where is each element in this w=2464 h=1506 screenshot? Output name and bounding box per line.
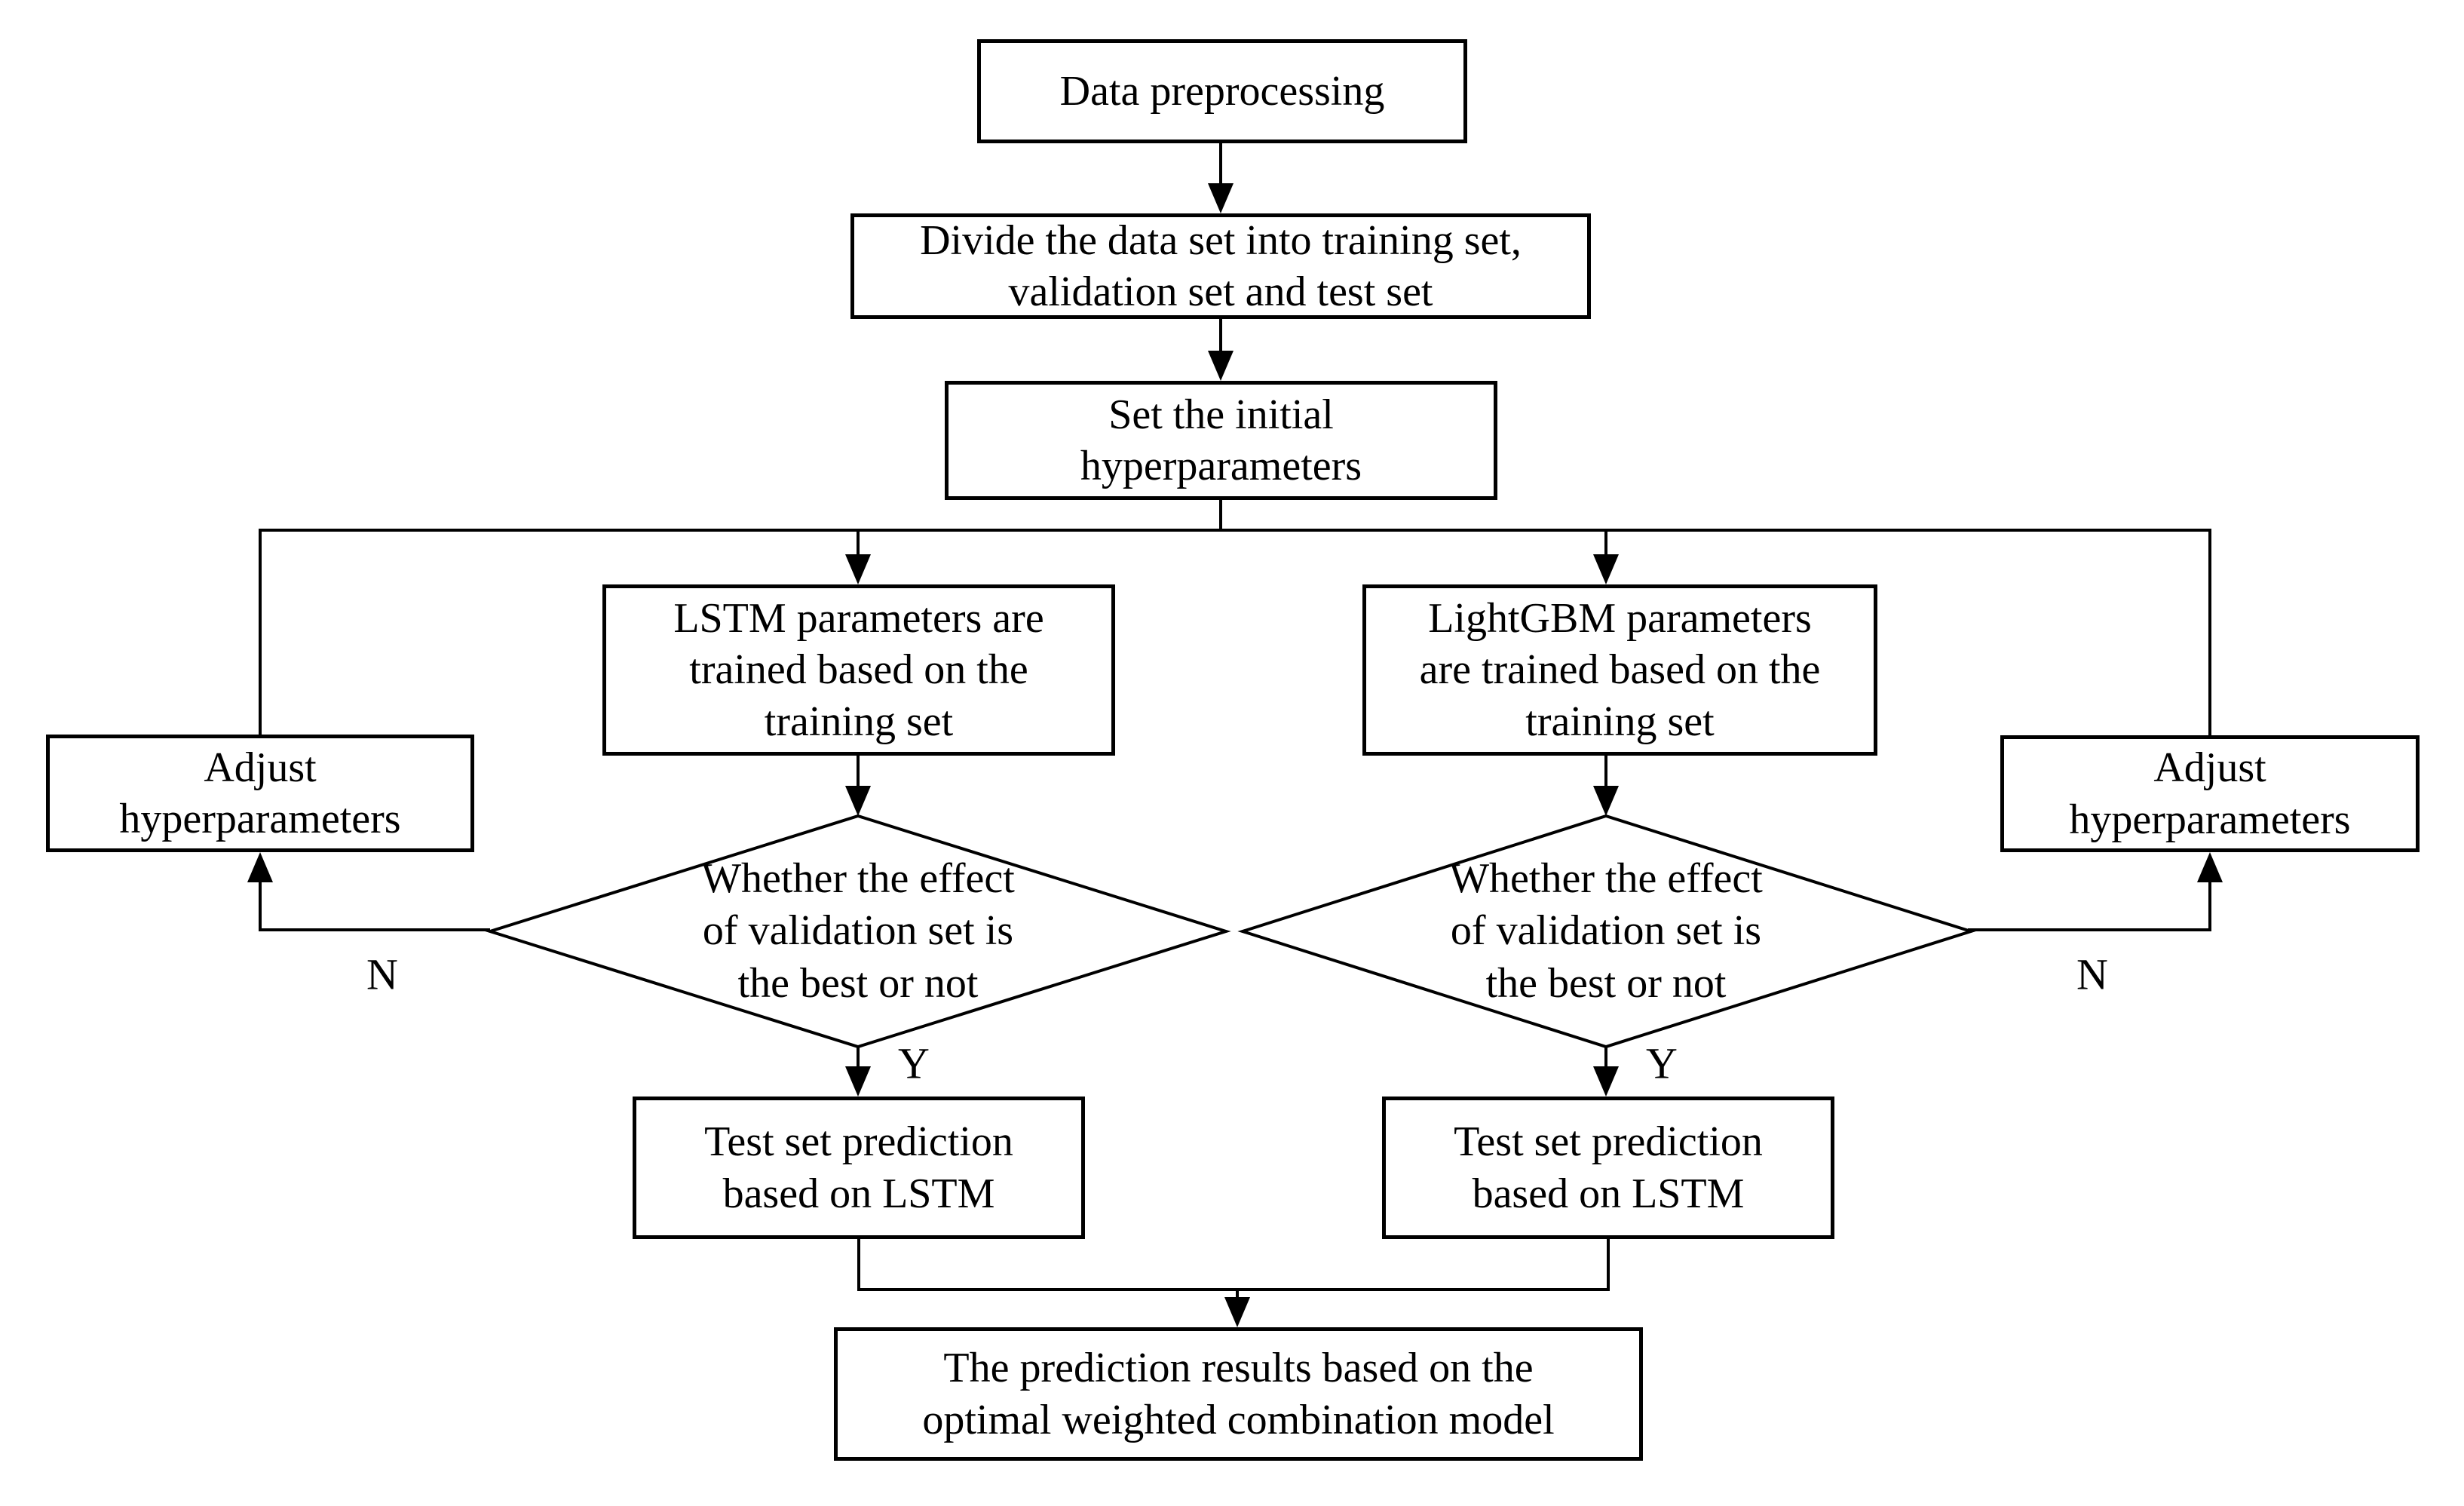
node-label: hyperparameters (2069, 796, 2351, 843)
decision-validation-left: Whether the effect of validation set is … (611, 830, 1105, 1033)
decision-label: the best or not (1485, 959, 1727, 1007)
arrowhead-into-decision-right (1593, 786, 1619, 816)
edge-branch-to-lstm (857, 530, 860, 556)
node-label: training set (764, 698, 954, 745)
node-lstm-training: LSTM parameters are trained based on the… (602, 584, 1115, 756)
edge-label-no-left: N (366, 949, 398, 999)
node-label: trained based on the (689, 646, 1028, 694)
decision-label: Whether the effect (1449, 854, 1763, 902)
decision-label: the best or not (737, 959, 979, 1007)
node-divide-dataset: Divide the data set into training set, v… (850, 213, 1591, 319)
edge-decision-right-yes (1604, 1047, 1607, 1068)
node-final-prediction: The prediction results based on the opti… (834, 1327, 1643, 1461)
node-test-prediction-right: Test set prediction based on LSTM (1382, 1097, 1834, 1239)
node-label: hyperparameters (119, 796, 401, 842)
arrowhead-into-test-right (1593, 1066, 1619, 1097)
node-label: Set the initial (1108, 391, 1334, 438)
node-adjust-hyperparameters-right: Adjust hyperparameters (2000, 735, 2420, 852)
node-label: Test set prediction (704, 1118, 1013, 1166)
arrowhead-into-lstm (845, 554, 871, 584)
decision-label: of validation set is (702, 907, 1014, 955)
edge-gbm-to-decision-right (1604, 756, 1607, 787)
node-lightgbm-training: LightGBM parameters are trained based on… (1362, 584, 1877, 756)
arrowhead-into-decision-left (845, 786, 871, 816)
node-label: Test set prediction (1454, 1118, 1763, 1166)
arrowhead-into-gbm (1593, 554, 1619, 584)
node-label: based on LSTM (722, 1170, 995, 1217)
node-adjust-hyperparameters-left: Adjust hyperparameters (46, 735, 474, 852)
node-label: LightGBM parameters (1428, 595, 1812, 643)
decision-label: of validation set is (1450, 907, 1762, 955)
edge-decision-left-yes (857, 1047, 860, 1068)
node-label: validation set and test set (1008, 268, 1433, 315)
edge-preprocess-to-divide (1219, 143, 1222, 185)
edge-decision-left-no-horizontal (259, 928, 490, 931)
node-label: based on LSTM (1472, 1170, 1745, 1217)
edge-test-left-down (857, 1239, 860, 1291)
edge-decision-right-no-horizontal (1968, 928, 2211, 931)
node-label: training set (1525, 698, 1715, 745)
node-label: Adjust (204, 744, 317, 791)
arrowhead-into-test-left (845, 1066, 871, 1097)
edge-label-yes-left: Y (898, 1038, 930, 1088)
arrowhead-into-adjust-right (2197, 852, 2223, 882)
node-label: Data preprocessing (1059, 67, 1385, 115)
edge-label-no-right: N (2076, 949, 2108, 999)
node-label: Adjust (2153, 744, 2266, 792)
edge-label-yes-right: Y (1646, 1038, 1678, 1088)
decision-label: Whether the effect (701, 854, 1015, 902)
edge-branch-to-gbm (1604, 530, 1607, 556)
edge-decision-left-no-vertical (259, 881, 262, 931)
edge-divide-to-initial (1219, 319, 1222, 352)
node-label: hyperparameters (1080, 443, 1362, 489)
node-label: The prediction results based on the (943, 1345, 1534, 1392)
node-label: are trained based on the (1419, 646, 1821, 694)
edge-decision-right-no-vertical (2208, 881, 2211, 931)
branch-line (259, 529, 2211, 532)
edge-initial-to-branch (1219, 500, 1222, 532)
arrowhead-into-final (1224, 1297, 1250, 1327)
node-label: LSTM parameters are (673, 595, 1044, 643)
edge-branch-to-adjust-right (2208, 530, 2211, 735)
edge-branch-to-adjust-left (259, 530, 262, 735)
merge-line (857, 1288, 1610, 1291)
edge-merge-to-final (1236, 1290, 1239, 1300)
arrowhead-into-divide (1208, 183, 1234, 213)
edge-lstm-to-decision-left (857, 756, 860, 787)
node-data-preprocessing: Data preprocessing (977, 39, 1467, 143)
arrowhead-into-adjust-left (247, 852, 273, 882)
decision-validation-right: Whether the effect of validation set is … (1359, 830, 1853, 1033)
node-label: optimal weighted combination model (922, 1396, 1555, 1443)
node-test-prediction-left: Test set prediction based on LSTM (633, 1097, 1085, 1239)
arrowhead-into-initial (1208, 351, 1234, 381)
node-set-initial-hyperparameters: Set the initial hyperparameters (945, 381, 1497, 500)
node-label: Divide the data set into training set, (920, 216, 1522, 264)
edge-test-right-down (1607, 1239, 1610, 1291)
